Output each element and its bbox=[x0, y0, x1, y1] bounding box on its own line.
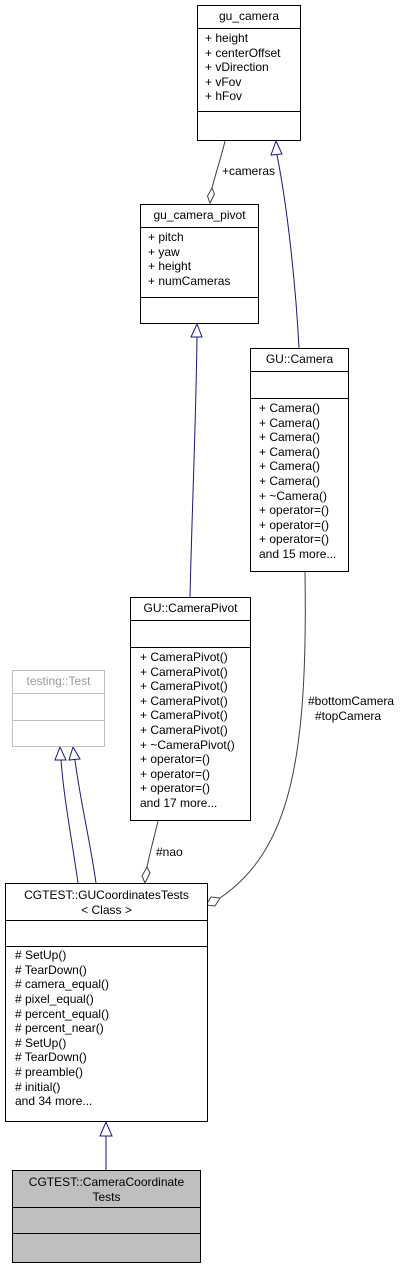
class-name-line: Tests bbox=[92, 1189, 121, 1204]
operations-section bbox=[13, 1233, 200, 1262]
operation: # initial() bbox=[15, 1079, 61, 1094]
edge-test-inherits-1-arrow bbox=[54, 745, 67, 761]
class-name: gu_camera bbox=[218, 9, 280, 23]
edge-camera-inherits bbox=[276, 154, 300, 349]
operation: + CameraPivot() bbox=[140, 722, 228, 737]
edge-label-nao: #nao bbox=[156, 845, 183, 859]
edge-nao-diamond bbox=[141, 865, 151, 885]
operation: + CameraPivot() bbox=[140, 650, 228, 664]
class-cameracoordinatetests[interactable]: CGTEST::CameraCoordinate Tests bbox=[12, 1170, 201, 1263]
class-name: gu_camera_pivot bbox=[153, 208, 246, 222]
class-name: testing::Test bbox=[26, 674, 91, 688]
operation: + CameraPivot() bbox=[140, 679, 228, 694]
class-gu-camera[interactable]: gu_camera + height + centerOffset + vDir… bbox=[197, 5, 301, 141]
class-name-line: CGTEST::GUCoordinatesTests bbox=[24, 888, 189, 902]
edge-cameras-members bbox=[219, 571, 306, 899]
operations-section: # SetUp() # TearDown() # camera_equal() … bbox=[6, 946, 207, 1110]
operation: and 34 more... bbox=[15, 1094, 93, 1109]
attribute: + pitch bbox=[148, 230, 184, 244]
operations-section: + Camera() + Camera() + Camera() + Camer… bbox=[251, 398, 348, 564]
attribute: + vFov bbox=[205, 74, 242, 89]
operation: and 15 more... bbox=[259, 546, 337, 561]
class-gucoordinatestests[interactable]: CGTEST::GUCoordinatesTests < Class > # S… bbox=[5, 883, 208, 1122]
operations-section bbox=[13, 720, 104, 746]
operation: + CameraPivot() bbox=[140, 708, 228, 723]
operation: + operator=() bbox=[140, 766, 211, 781]
class-name-line: < Class > bbox=[81, 902, 132, 917]
operation: + CameraPivot() bbox=[140, 664, 228, 679]
edge-pivot-inherits-arrow bbox=[190, 322, 203, 338]
edge-test-inherits-2 bbox=[74, 759, 97, 884]
attribute: + height bbox=[148, 259, 192, 274]
operation: # percent_near() bbox=[15, 1021, 104, 1036]
class-testing-test[interactable]: testing::Test bbox=[12, 670, 105, 747]
operation: + Camera() bbox=[259, 401, 321, 415]
edge-label-cameras: +cameras bbox=[222, 164, 276, 178]
attribute: + centerOffset bbox=[205, 45, 281, 60]
operation: # TearDown() bbox=[15, 962, 87, 977]
operation: + Camera() bbox=[259, 415, 321, 430]
edge-label-top-camera: #topCamera bbox=[315, 709, 382, 723]
attributes-section bbox=[6, 920, 207, 946]
attribute: + hFov bbox=[205, 89, 243, 104]
operation: + operator=() bbox=[140, 752, 211, 767]
operation: # SetUp() bbox=[15, 948, 67, 963]
edge-camera-inherits-arrow bbox=[270, 139, 283, 156]
operation: + ~CameraPivot() bbox=[140, 737, 235, 752]
operation: + CameraPivot() bbox=[140, 693, 228, 708]
operation: # preamble() bbox=[15, 1064, 84, 1079]
edge-label-bottom-camera: #bottomCamera bbox=[308, 694, 395, 708]
operation: + Camera() bbox=[259, 473, 321, 488]
operation: # camera_equal() bbox=[15, 977, 110, 992]
operation: and 17 more... bbox=[140, 795, 218, 810]
attributes-section: + pitch + yaw + height + numCameras bbox=[141, 227, 258, 297]
edge-pivot-inherits bbox=[189, 336, 198, 598]
operation: + operator=() bbox=[140, 781, 211, 796]
edge-test-inherits-1 bbox=[60, 759, 79, 884]
operation: # percent_equal() bbox=[15, 1006, 110, 1021]
class-name: CGTEST::GUCoordinatesTests < Class > bbox=[6, 884, 207, 920]
operation: + Camera() bbox=[259, 459, 321, 474]
operation: + Camera() bbox=[259, 430, 321, 445]
edge-cameras-members-diamond bbox=[205, 896, 221, 907]
operation: + Camera() bbox=[259, 444, 321, 459]
operation: + operator=() bbox=[259, 517, 330, 532]
class-name: GU::Camera bbox=[265, 352, 334, 366]
edge-cameras-diamond bbox=[206, 186, 216, 205]
attributes-section bbox=[13, 693, 104, 720]
operation: # pixel_equal() bbox=[15, 991, 94, 1006]
attribute: + height bbox=[205, 31, 249, 45]
class-name-line: CGTEST::CameraCoordinate bbox=[28, 1175, 185, 1189]
edge-test-inherits-2-arrow bbox=[68, 745, 81, 761]
attributes-section bbox=[251, 371, 348, 398]
operation: # TearDown() bbox=[15, 1050, 87, 1065]
operation: + ~Camera() bbox=[259, 488, 328, 503]
edge-cameras bbox=[211, 140, 226, 189]
operation: + operator=() bbox=[259, 503, 330, 518]
class-name: CGTEST::CameraCoordinate Tests bbox=[13, 1171, 200, 1207]
operations-section: + CameraPivot() + CameraPivot() + Camera… bbox=[131, 647, 250, 813]
attributes-section: + height + centerOffset + vDirection + v… bbox=[198, 28, 300, 111]
class-name: GU::CameraPivot bbox=[143, 601, 238, 615]
attribute: + numCameras bbox=[148, 273, 231, 288]
attribute: + vDirection bbox=[205, 60, 269, 75]
attribute: + yaw bbox=[148, 244, 180, 259]
operations-section bbox=[198, 111, 300, 141]
class-gu-camera-cls[interactable]: GU::Camera + Camera() + Camera() + Camer… bbox=[250, 348, 349, 572]
attributes-section bbox=[13, 1207, 200, 1233]
attributes-section bbox=[131, 620, 250, 647]
operation: # SetUp() bbox=[15, 1035, 67, 1050]
edge-final-inherits-arrow bbox=[99, 1120, 113, 1137]
operations-section bbox=[141, 297, 258, 325]
class-gu-camerapivot-cls[interactable]: GU::CameraPivot + CameraPivot() + Camera… bbox=[130, 597, 251, 821]
edge-nao bbox=[146, 820, 159, 868]
class-gu-camera-pivot[interactable]: gu_camera_pivot + pitch + yaw + height +… bbox=[140, 204, 259, 324]
operation: + operator=() bbox=[259, 532, 330, 547]
